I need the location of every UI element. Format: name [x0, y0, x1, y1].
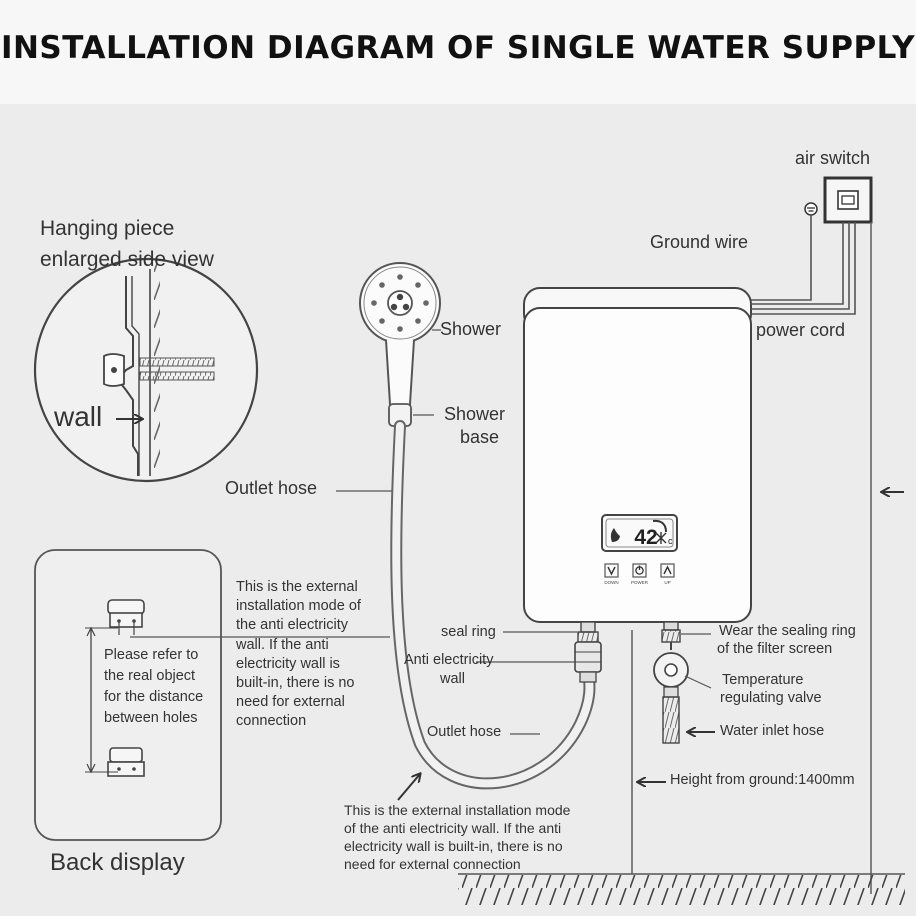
sealing-ring-label-2: of the filter screen	[717, 641, 833, 657]
diagram-drawing: 42 c DOWN POWER UP	[33, 176, 905, 905]
power-cord-label: power cord	[756, 320, 846, 340]
outlet-hose	[390, 420, 596, 790]
sealing-ring-label-1: Wear the sealing ring	[719, 623, 856, 639]
air-switch-wiring	[751, 176, 873, 894]
leader-lines	[130, 329, 712, 735]
display-unit: c	[668, 536, 673, 546]
water-heater: 42 c DOWN POWER UP	[523, 287, 752, 623]
button-label-down: DOWN	[604, 580, 618, 585]
shower-base-label-2: base	[460, 427, 500, 447]
inlet-fitting	[653, 621, 689, 744]
back-display-label: Back display	[50, 849, 185, 876]
anti-electricity-wall-label-2: wall	[440, 671, 465, 687]
arrows	[116, 419, 904, 801]
shower-label: Shower	[440, 319, 502, 339]
water-inlet-hose-label: Water inlet hose	[720, 723, 825, 739]
button-label-up: UP	[664, 580, 670, 585]
outlet-hose-label-bottom: Outlet hose	[427, 724, 502, 740]
external-mode-note-bottom: This is the external installation mode o…	[344, 802, 571, 872]
air-switch-label: air switch	[795, 148, 871, 168]
temp-valve-label-2: regulating valve	[720, 690, 822, 706]
wall-label: wall	[54, 401, 103, 432]
seal-ring-label: seal ring	[441, 624, 496, 640]
diagram-area: 42 c DOWN POWER UP	[0, 104, 916, 916]
button-label-power: POWER	[631, 580, 649, 585]
temp-valve-label-1: Temperature	[722, 672, 804, 688]
back-display-note: Please refer to the real object for the …	[104, 647, 204, 726]
ground-floor	[458, 630, 905, 905]
outlet-fitting	[574, 621, 602, 683]
back-display-panel	[34, 549, 222, 841]
page-title: INSTALLATION DIAGRAM OF SINGLE WATER SUP…	[0, 30, 916, 66]
outlet-hose-label-top: Outlet hose	[225, 478, 318, 498]
shower-head	[359, 262, 441, 427]
header-bar: INSTALLATION DIAGRAM OF SINGLE WATER SUP…	[0, 0, 916, 104]
ground-wire-label: Ground wire	[650, 232, 749, 252]
hanging-piece-detail	[33, 257, 259, 483]
hanging-piece-label-1: Hanging piece	[40, 217, 175, 240]
display-temperature: 42	[634, 526, 657, 549]
anti-electricity-wall-label-1: Anti electricity	[404, 652, 494, 668]
height-from-ground-label: Height from ground:1400mm	[670, 772, 855, 788]
hanging-piece-label-2: enlarged side view	[40, 248, 214, 271]
shower-base-label-1: Shower	[444, 404, 506, 424]
external-mode-note-right: This is the external installation mode o…	[236, 579, 361, 730]
